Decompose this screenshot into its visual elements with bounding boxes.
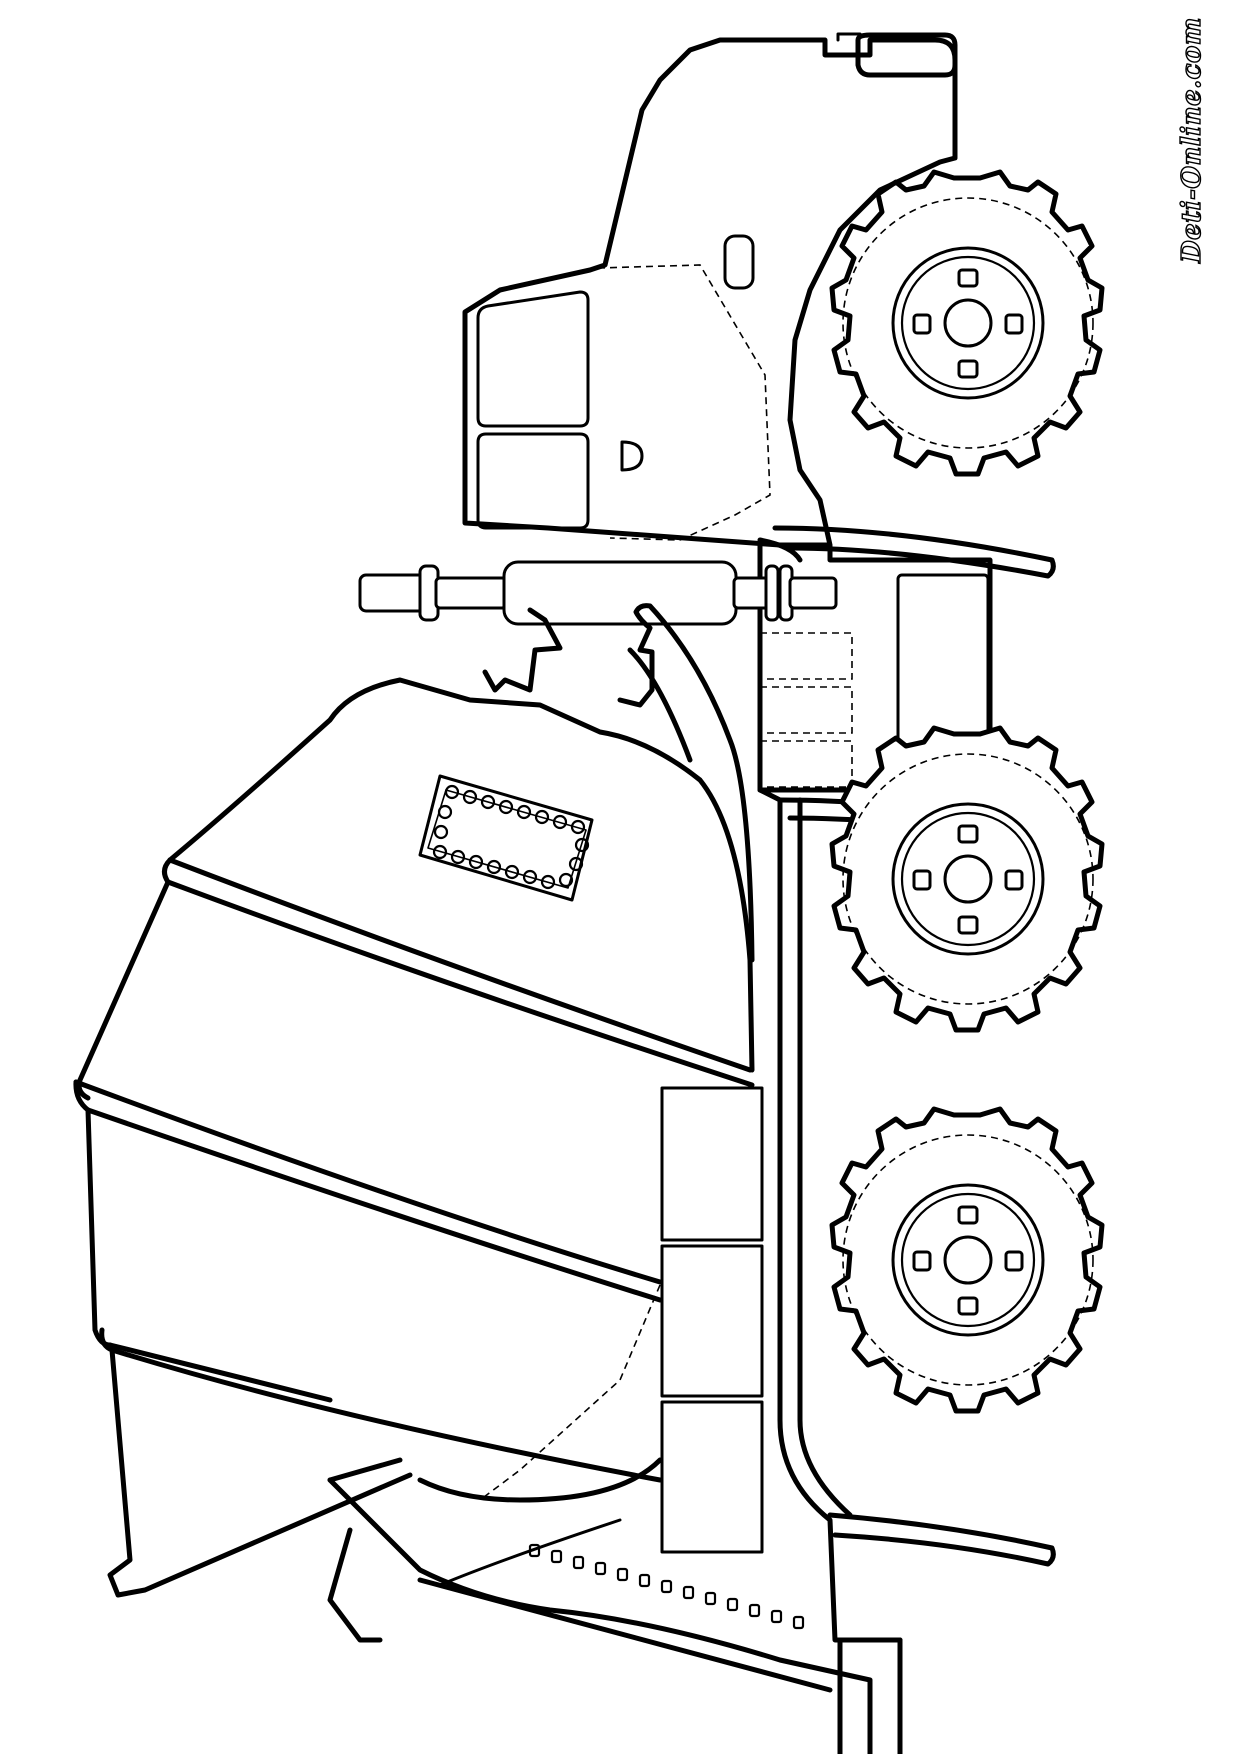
front-wheel	[772, 169, 1105, 579]
fuel-tank-pipe	[358, 560, 838, 626]
mixer-drum	[73, 603, 873, 1754]
truck-chassis	[757, 543, 1056, 1643]
truck-cab	[462, 32, 958, 563]
rear-wheel	[829, 1106, 1105, 1414]
chassis-rivet-strip	[417, 1543, 833, 1693]
watermark-text: Deti-Online.com	[1176, 16, 1208, 263]
side-toolboxes	[660, 1086, 764, 1554]
site-watermark: Deti-Online.com	[1162, 16, 1222, 263]
plate-rivets	[432, 784, 590, 890]
drum-label-plate	[418, 774, 594, 902]
middle-wheel	[829, 725, 1105, 1033]
rear-bumper	[837, 1637, 903, 1754]
